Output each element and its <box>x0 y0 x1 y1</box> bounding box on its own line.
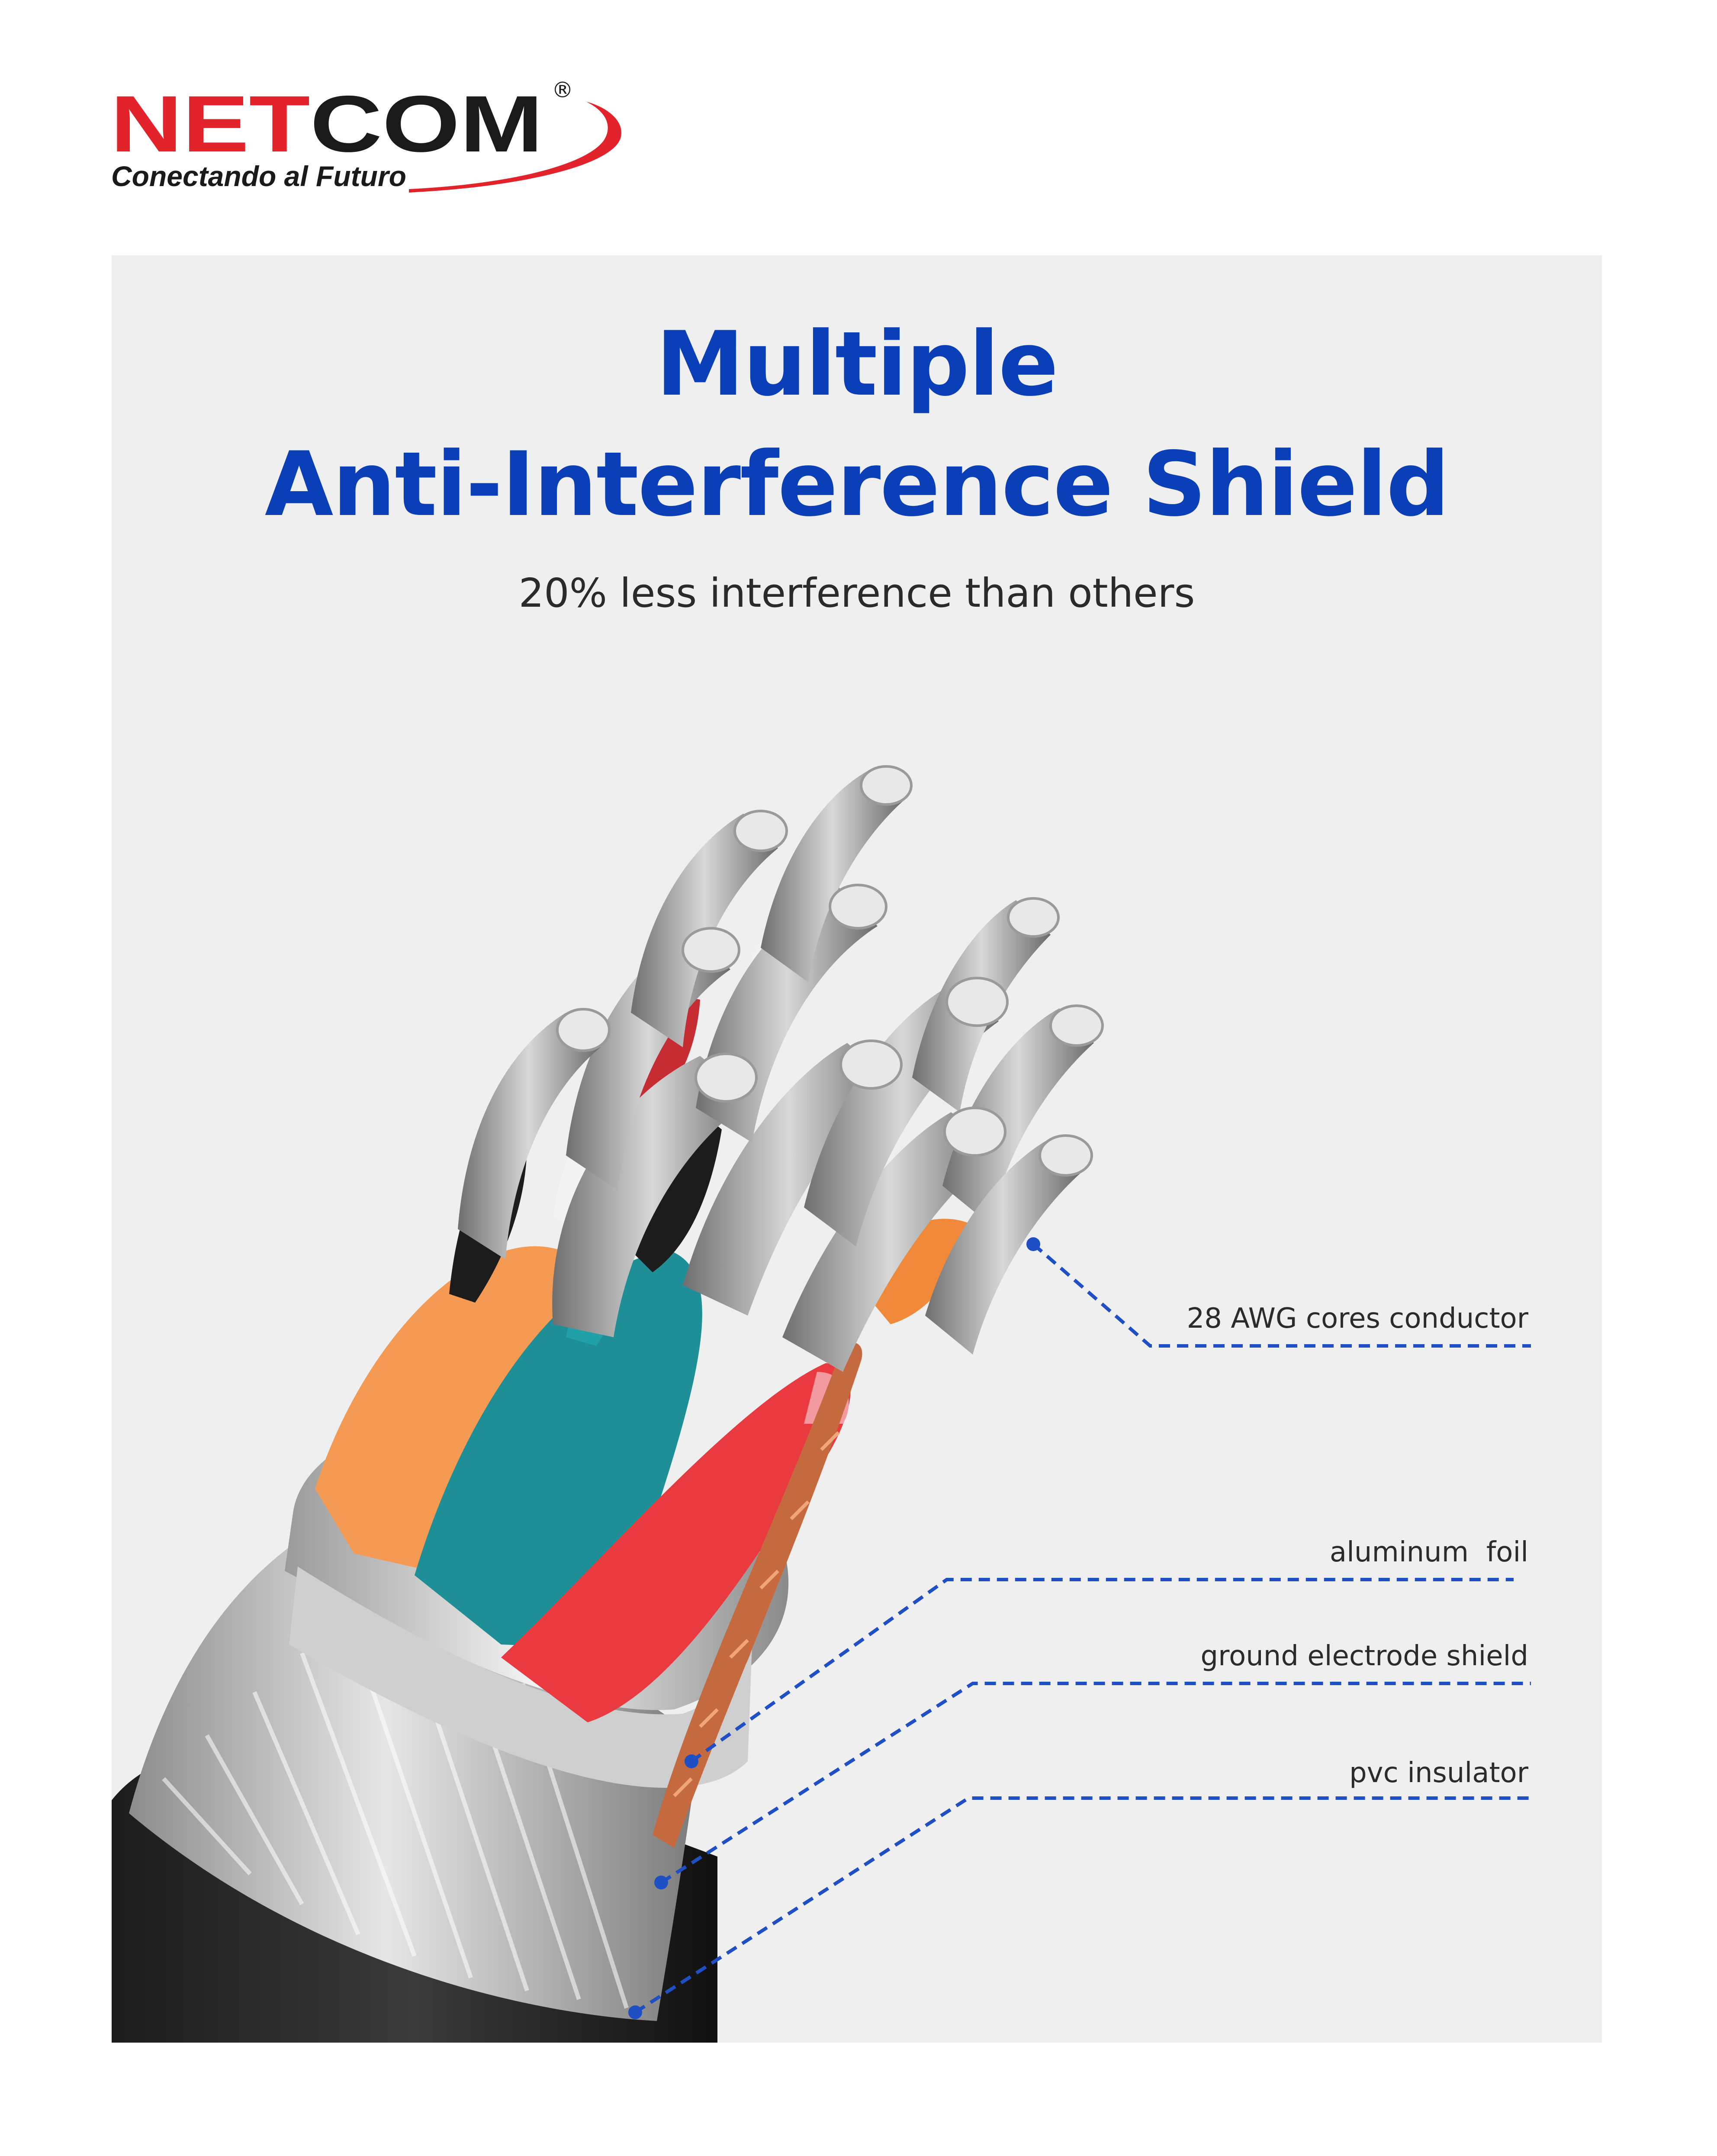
callout-line-ground <box>660 1682 1531 1884</box>
logo-swoosh <box>409 102 621 193</box>
cable-cross-section-illustration <box>112 765 1531 2043</box>
stranded-conductors <box>458 765 1104 1372</box>
callout-label-aluminum-foil: aluminum foil <box>1329 1536 1528 1568</box>
headline-line-2: Anti-Interference Shield <box>264 433 1450 536</box>
headline-line-1: Multiple <box>656 313 1059 416</box>
registered-mark: ® <box>552 77 573 103</box>
callout-line-foil <box>690 1578 1514 1763</box>
callout-label-pvc-insulator: pvc insulator <box>1349 1757 1528 1789</box>
callout-dot-foil <box>685 1754 698 1768</box>
callout-lines <box>634 1242 1531 2014</box>
callout-line-pvc <box>634 1796 1531 2014</box>
callout-dot-conductor <box>1026 1237 1040 1251</box>
subheadline: 20% less interference than others <box>518 570 1195 616</box>
product-panel: Multiple Anti-Interference Shield 20% le… <box>112 255 1602 2043</box>
callout-label-ground-shield: ground electrode shield <box>1200 1640 1528 1672</box>
callout-label-conductor: 28 AWG cores conductor <box>1186 1303 1528 1335</box>
callout-dots <box>628 1237 1040 2019</box>
callout-line-conductor <box>1032 1242 1531 1348</box>
logo-tagline: Conectando al Futuro <box>111 160 406 192</box>
callout-dot-ground <box>654 1876 668 1889</box>
copper-drain-wire <box>653 1342 862 1848</box>
callout-dot-pvc <box>628 2005 642 2019</box>
